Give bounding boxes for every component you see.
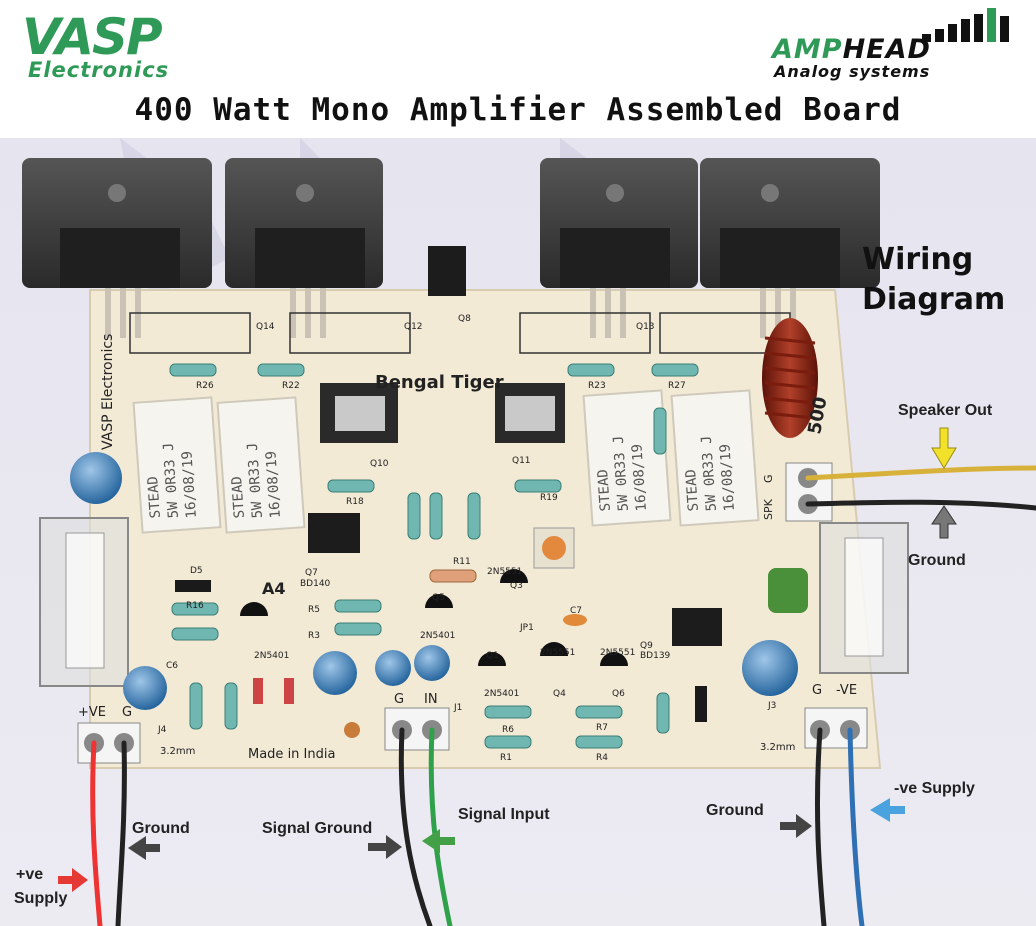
svg-text:R19: R19 [540,493,558,503]
wiring-line-2: Diagram [862,282,1006,317]
svg-text:2N5551: 2N5551 [600,648,635,658]
wiring-line-1: Wiring [862,242,974,277]
hole-size-right: 3.2mm [760,742,795,753]
svg-text:Q9: Q9 [640,641,653,651]
ground-right-label: Ground [908,552,966,569]
supply-label: Supply [14,890,68,907]
resistor-label: 16/08/19 [179,450,200,518]
svg-text:R26: R26 [196,381,214,391]
amphead-logo-name: AMPHEAD [772,34,931,65]
resistor-label: 16/08/19 [717,443,738,511]
svg-text:Q11: Q11 [512,456,531,466]
plus-ve-label: +ve [16,866,44,883]
capacitors [70,452,808,738]
made-in-silk: Made in India [248,747,335,762]
svg-text:R11: R11 [453,557,471,567]
svg-text:BD140: BD140 [300,579,331,589]
resistor-label: STEAD [595,469,614,512]
board-model-silk: A4 [262,579,286,598]
fuse-holders [39,517,909,687]
board-maker-silk: VASP Electronics [100,334,116,450]
terminal-input-g-label: G [394,692,404,707]
terminal-neg-g-label: G [812,683,822,698]
board-brand-silk: Bengal Tiger [375,372,504,393]
svg-text:Q8: Q8 [458,314,471,324]
resistor-label: 16/08/19 [629,443,650,511]
terminal-spk-g-label: G [762,474,775,483]
resistor-label: 5W 0R33 J [245,442,266,519]
svg-text:2N5551: 2N5551 [487,567,522,577]
signal-ground-label: Signal Ground [262,820,373,837]
svg-text:2N5551: 2N5551 [540,648,575,658]
amphead-head: HEAD [842,34,931,65]
svg-text:Q4: Q4 [553,689,566,699]
svg-text:Q1: Q1 [486,651,499,661]
resistor-label: STEAD [229,476,248,519]
resistor-label: 5W 0R33 J [699,435,720,512]
annotation-arrows [58,427,957,892]
svg-text:R16: R16 [186,601,204,611]
svg-text:C6: C6 [166,661,178,671]
svg-text:R5: R5 [308,605,320,615]
svg-text:J4: J4 [157,725,167,735]
vasp-logo-name: VASP [22,8,163,66]
svg-text:R6: R6 [502,725,514,735]
signal-input-label: Signal Input [458,806,550,823]
svg-text:Q12: Q12 [404,322,423,332]
signal-bars-icon [922,8,1009,42]
hole-size-left: 3.2mm [160,746,195,757]
terminal-spk-label: SPK [762,498,775,520]
output-coil [762,318,818,438]
svg-text:R22: R22 [282,381,300,391]
svg-text:R18: R18 [346,497,364,507]
ground-left-label: Ground [132,820,190,837]
svg-text:J1: J1 [453,703,462,713]
amphead-logo: AMPHEAD Analog systems [772,8,1022,84]
vasp-logo: VASP Electronics [22,8,262,84]
svg-text:2N5401: 2N5401 [420,631,455,641]
resistor-label: 5W 0R33 J [161,442,182,519]
svg-text:R1: R1 [500,753,512,763]
svg-text:R27: R27 [668,381,686,391]
resistor-label: 16/08/19 [263,450,284,518]
svg-text:BD139: BD139 [640,651,671,661]
terminal-plus-label: +VE [78,705,106,720]
svg-text:Q14: Q14 [256,322,275,332]
power-transistors [22,158,880,338]
speaker-out-label: Speaker Out [898,402,993,419]
amplifier-board-photo: STEAD 5W 0R33 J 16/08/19 STEAD 5W 0R33 J… [0,138,1036,926]
svg-text:R7: R7 [596,723,608,733]
svg-text:D5: D5 [190,566,203,576]
svg-text:JP1: JP1 [519,623,534,633]
resistor-label: STEAD [145,476,164,519]
svg-text:Q5: Q5 [432,593,445,603]
svg-text:R23: R23 [588,381,606,391]
svg-text:Q6: Q6 [612,689,625,699]
amphead-logo-sub: Analog systems [774,62,931,81]
svg-text:J3: J3 [767,701,776,711]
svg-text:Q10: Q10 [370,459,389,469]
svg-text:R4: R4 [596,753,608,763]
ground-bottom-right-label: Ground [706,802,764,819]
vasp-logo-sub: Electronics [28,58,170,82]
amphead-amp: AMP [772,34,843,65]
svg-text:R3: R3 [308,631,320,641]
minus-supply-label: -ve Supply [894,780,975,797]
svg-text:2N5401: 2N5401 [254,651,289,661]
page-title: 400 Watt Mono Amplifier Assembled Board [134,92,902,128]
terminal-neg-label: -VE [836,683,857,698]
svg-text:Q3: Q3 [510,581,523,591]
wiring-diagram-label: Wiring Diagram [862,240,1005,320]
svg-text:2N5401: 2N5401 [484,689,519,699]
resistor-label: STEAD [683,469,702,512]
svg-text:C7: C7 [570,606,582,616]
svg-text:Q13: Q13 [636,322,655,332]
resistor-label: 5W 0R33 J [611,435,632,512]
terminal-blocks [77,462,868,764]
svg-text:Q7: Q7 [305,568,318,578]
terminal-g-label: G [122,705,132,720]
small-resistors [169,363,699,749]
terminal-input-in-label: IN [424,692,438,707]
power-resistors: STEAD 5W 0R33 J 16/08/19 STEAD 5W 0R33 J… [132,389,760,534]
